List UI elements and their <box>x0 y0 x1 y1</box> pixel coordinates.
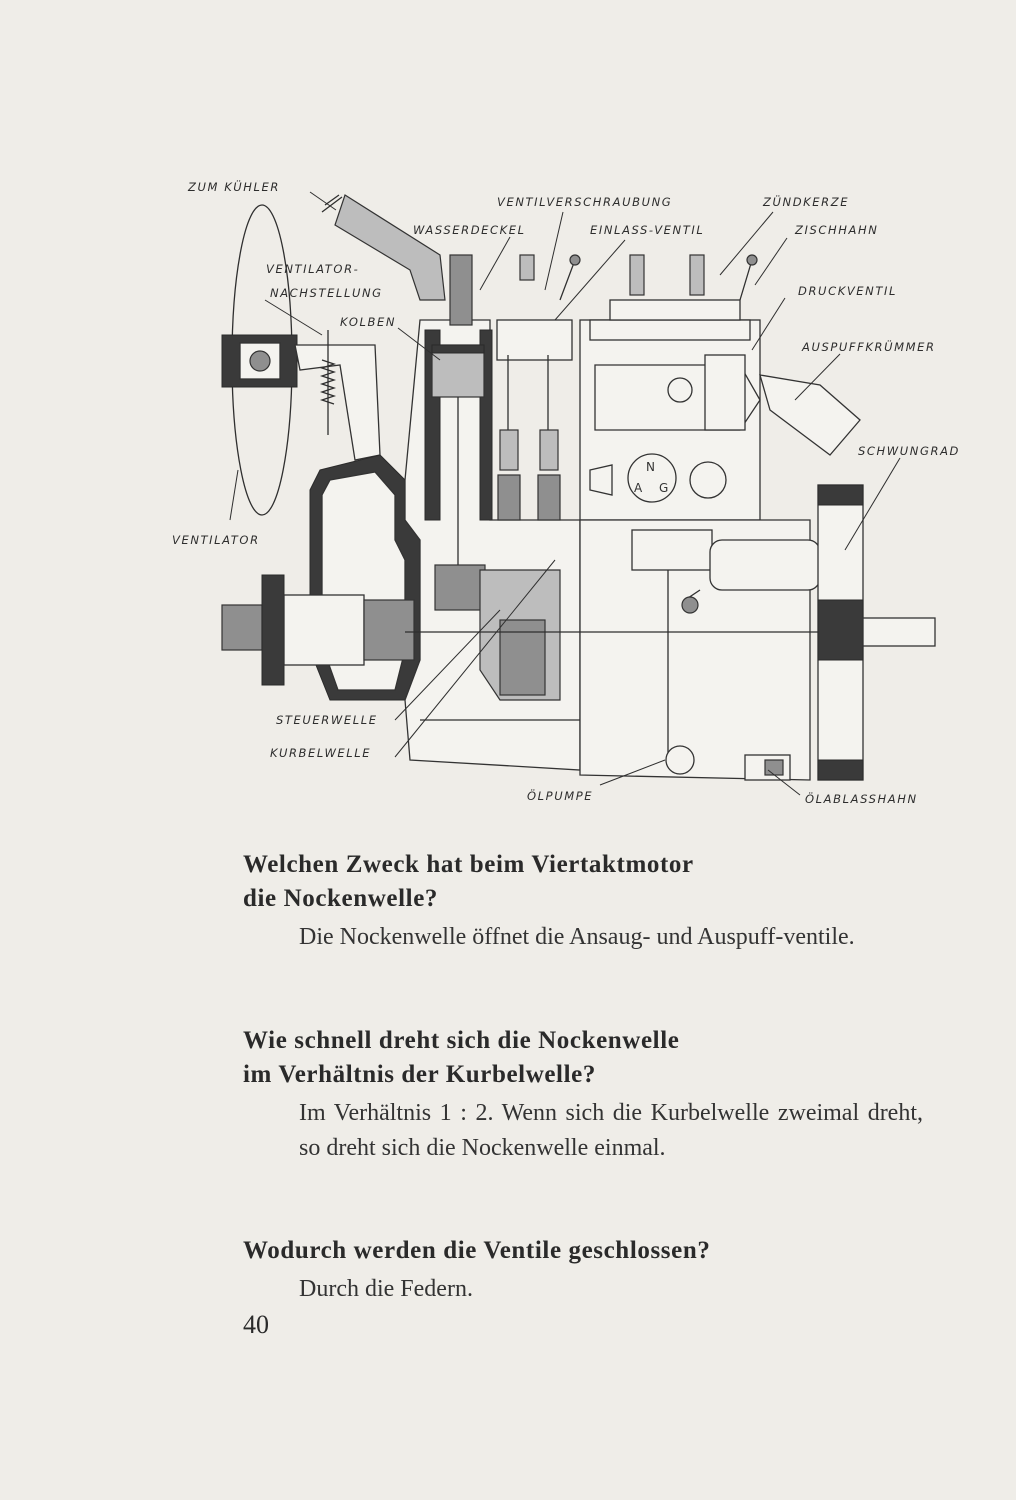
question-2: Wie schnell dreht sich die Nockenwelle i… <box>243 1024 933 1092</box>
logo-letter-a: A <box>634 481 643 495</box>
petcock-handles <box>559 254 758 301</box>
question-1-line-1: Welchen Zweck hat beim Viertaktmotor <box>243 851 694 878</box>
label-steuerwelle: STEUERWELLE <box>276 713 378 727</box>
question-2-line-2: im Verhältnis der Kurbelwelle? <box>243 1061 596 1088</box>
spark-plugs <box>519 254 741 321</box>
label-ventilator-nachstellung-2: NACHSTELLUNG <box>270 286 383 300</box>
answer-1: Die Nockenwelle öffnet die Ansaug- und A… <box>299 924 855 950</box>
question-3: Wodurch werden die Ventile geschlossen? <box>243 1234 933 1268</box>
nag-logo: N A G <box>589 453 727 503</box>
label-kolben: KOLBEN <box>340 315 396 329</box>
qa-block-3: Wodurch werden die Ventile geschlossen? … <box>243 1234 933 1307</box>
label-einlass-ventil: EINLASS-VENTIL <box>590 223 704 237</box>
logo-letter-g: G <box>659 481 668 495</box>
qa-block-1: Welchen Zweck hat beim Viertaktmotor die… <box>243 848 933 955</box>
water-cap <box>449 254 473 326</box>
valves <box>496 319 573 521</box>
label-wasserdeckel: WASSERDECKEL <box>413 223 526 237</box>
leader-lines <box>229 191 901 796</box>
pressure-valve <box>704 354 746 431</box>
question-3-line-1: Wodurch werden die Ventile geschlossen? <box>243 1237 711 1264</box>
label-oelablasshahn: ÖLABLASSHAHN <box>805 790 918 806</box>
label-zischhahn: ZISCHHAHN <box>794 223 878 237</box>
question-2-line-1: Wie schnell dreht sich die Nockenwelle <box>243 1027 680 1054</box>
flywheel <box>817 484 936 781</box>
question-1-line-2: die Nockenwelle? <box>243 885 438 912</box>
answer-3: Durch die Federn. <box>299 1276 473 1302</box>
fan-bracket <box>294 344 381 461</box>
label-oelpumpe: ÖLPUMPE <box>527 787 593 803</box>
logo-letter-n: N <box>646 460 655 474</box>
qa-block-2: Wie schnell dreht sich die Nockenwelle i… <box>243 1024 933 1166</box>
label-ventilator-nachstellung-1: VENTILATOR- <box>266 262 359 276</box>
ventilator-adjustment-spring <box>319 330 337 435</box>
engine-cross-section-diagram: N A G <box>172 178 960 806</box>
page-number: 40 <box>243 1310 269 1339</box>
fan-hub <box>221 334 298 388</box>
oil-drain-cock <box>744 754 791 781</box>
label-ventilverschraubung: VENTILVERSCHRAUBUNG <box>497 195 672 209</box>
label-auspuffkruemmer: AUSPUFFKRÜMMER <box>801 338 936 354</box>
piston <box>431 344 486 611</box>
answer-2: Im Verhältnis 1 : 2. Wenn sich die Kurbe… <box>299 1100 923 1161</box>
label-schwungrad: SCHWUNGRAD <box>858 444 960 458</box>
label-zuendkerze: ZÜNDKERZE <box>762 193 849 209</box>
exhaust-pipe <box>759 374 861 456</box>
label-druckventil: DRUCKVENTIL <box>798 284 897 298</box>
oil-pump <box>631 529 713 775</box>
label-kurbelwelle: KURBELWELLE <box>270 746 371 760</box>
label-ventilator: VENTILATOR <box>172 533 260 547</box>
radiator-hose <box>334 194 446 301</box>
label-zum-kuehler: ZUM KÜHLER <box>187 178 280 194</box>
question-1: Welchen Zweck hat beim Viertaktmotor die… <box>243 848 933 916</box>
crank-pulley <box>221 574 415 686</box>
